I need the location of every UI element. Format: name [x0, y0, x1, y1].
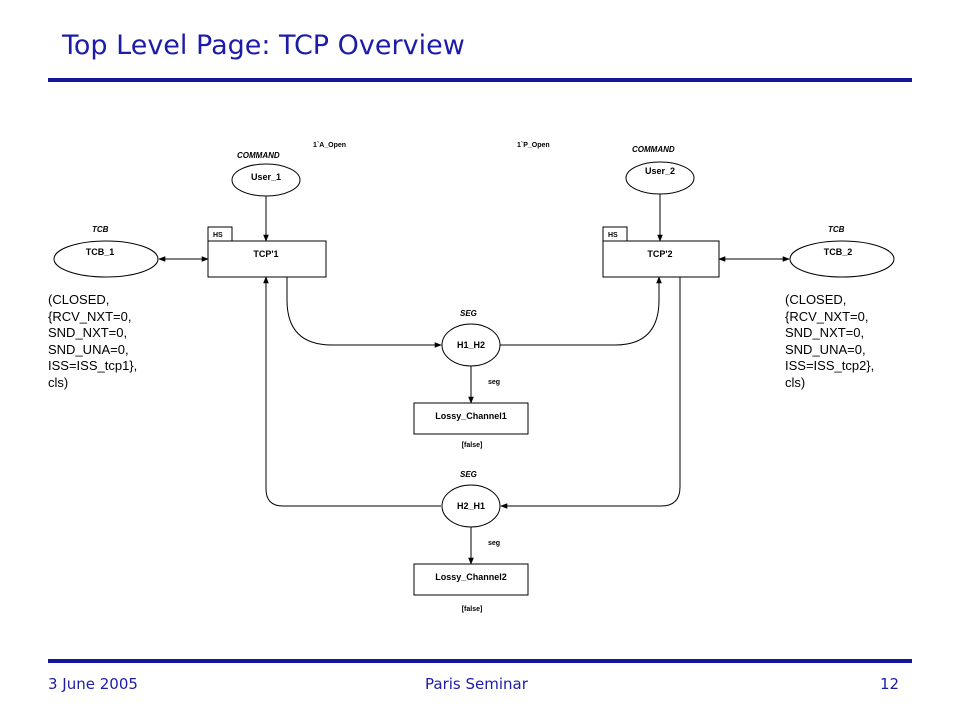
- place-user1: [231, 163, 301, 197]
- lossy1-label: Lossy_Channel1: [435, 411, 507, 421]
- transition-tcp2: [602, 240, 720, 278]
- tcb1-marking-line: ISS=ISS_tcp1},: [48, 358, 137, 373]
- footer-rule: [48, 659, 912, 663]
- user1-inscription: 1`A_Open: [313, 142, 346, 149]
- arc-h2h1-tcp1: [263, 276, 441, 507]
- tcb1-marking-line: (CLOSED,: [48, 292, 109, 307]
- arc-h1h2-tcp2: [500, 276, 662, 346]
- tcb1-marking-line: cls): [48, 375, 68, 390]
- user2-inscription: 1`P_Open: [517, 142, 550, 149]
- lossy2-label: Lossy_Channel2: [435, 572, 507, 582]
- h2h1-type-label: SEG: [460, 470, 477, 479]
- tcb2-initial-marking: (CLOSED, {RCV_NXT=0, SND_NXT=0, SND_UNA=…: [785, 292, 874, 390]
- tcb1-type-label: TCB: [92, 225, 109, 234]
- title-rule: [48, 78, 912, 82]
- place-tcb2: [789, 240, 895, 278]
- user2-type-label: COMMAND: [632, 145, 675, 154]
- h2h1-label: H2_H1: [457, 501, 485, 511]
- lossy2-guard: [false]: [462, 606, 483, 613]
- place-h1h2: [441, 323, 501, 367]
- place-tcb1: [53, 240, 159, 278]
- lossy1-guard: [false]: [462, 442, 483, 449]
- tcb2-marking-line: {RCV_NXT=0,: [785, 309, 868, 324]
- arc-tcp2-h2h1: [500, 277, 681, 509]
- arc-tcp1-h1h2: [286, 277, 442, 348]
- transition-lossy-channel1: [413, 402, 529, 435]
- tcb1-marking-line: SND_UNA=0,: [48, 342, 129, 357]
- transition-lossy-channel2: [413, 563, 529, 596]
- tcb2-marking-line: cls): [785, 375, 805, 390]
- lossy1-arc-label: seg: [488, 379, 500, 386]
- lossy2-arc-label: seg: [488, 540, 500, 547]
- tcp1-hs-tag: HS: [213, 232, 223, 239]
- h1h2-label: H1_H2: [457, 340, 485, 350]
- tcp1-label: TCP'1: [253, 249, 278, 259]
- tcb1-marking-line: {RCV_NXT=0,: [48, 309, 131, 324]
- place-h2h1: [441, 484, 501, 528]
- tcp2-hs-tag: HS: [608, 232, 618, 239]
- tcb2-marking-line: SND_NXT=0,: [785, 325, 864, 340]
- tcb1-initial-marking: (CLOSED, {RCV_NXT=0, SND_NXT=0, SND_UNA=…: [48, 292, 137, 390]
- tcb1-label: TCB_1: [86, 247, 115, 257]
- user2-label: User_2: [645, 166, 675, 176]
- tcb2-marking-line: SND_UNA=0,: [785, 342, 866, 357]
- transition-tcp1: [207, 240, 327, 278]
- tcp2-label: TCP'2: [647, 249, 672, 259]
- tcb2-label: TCB_2: [824, 247, 853, 257]
- footer-event: Paris Seminar: [425, 675, 528, 693]
- footer-date: 3 June 2005: [48, 675, 138, 693]
- h1h2-type-label: SEG: [460, 309, 477, 318]
- place-user2: [625, 161, 695, 195]
- tcb2-marking-line: (CLOSED,: [785, 292, 846, 307]
- user1-type-label: COMMAND: [237, 151, 280, 160]
- tcb2-type-label: TCB: [828, 225, 845, 234]
- slide-title: Top Level Page: TCP Overview: [62, 30, 465, 61]
- user1-label: User_1: [251, 172, 281, 182]
- tcb2-marking-line: ISS=ISS_tcp2},: [785, 358, 874, 373]
- tcb1-marking-line: SND_NXT=0,: [48, 325, 127, 340]
- slide-number: 12: [880, 675, 900, 693]
